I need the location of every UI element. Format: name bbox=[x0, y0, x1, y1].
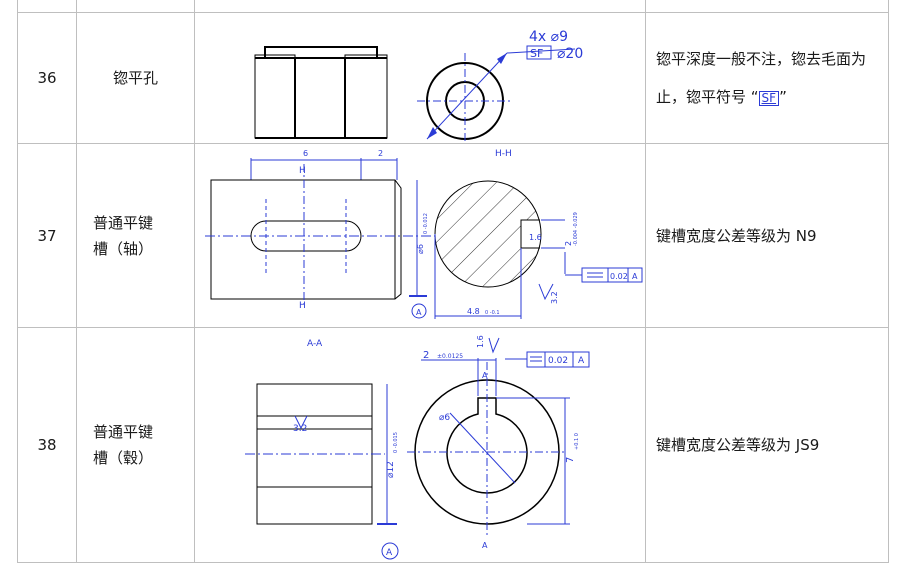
section-mark-a-top: A bbox=[482, 371, 488, 380]
row-number: 36 bbox=[17, 12, 77, 144]
dim-bore: ⌀6 bbox=[439, 413, 450, 423]
rough-3-2: 3.2 bbox=[550, 291, 559, 304]
geo-tol-datum: A bbox=[632, 272, 638, 281]
table-row: 37 普通平键 槽（轴） 6 2 H bbox=[17, 143, 889, 328]
geo-tol-value: 0.02 bbox=[548, 356, 568, 366]
section-title-aa: A-A bbox=[307, 339, 323, 349]
rough-top: 1.6 bbox=[476, 335, 485, 348]
row-name-line1: 普通平键 bbox=[93, 213, 154, 232]
sf-symbol: SF bbox=[758, 91, 780, 106]
dim-shaft-dia: ⌀6 bbox=[416, 244, 425, 254]
row-name-line1: 普通平键 bbox=[93, 423, 154, 441]
dim-count-dia: 4x ⌀9 bbox=[529, 29, 568, 45]
table-row bbox=[17, 0, 889, 13]
geo-tol-datum: A bbox=[578, 356, 585, 366]
geo-tol-value: 0.02 bbox=[610, 272, 628, 281]
section-title-hh: H-H bbox=[495, 149, 512, 159]
dim-depth: 4.8 bbox=[467, 307, 480, 316]
dim-depth: 7 bbox=[565, 457, 576, 463]
dim-sf-symbol: SF bbox=[530, 47, 543, 60]
section-mark-h-bottom: H bbox=[299, 301, 306, 311]
dim-sf-dia: ⌀20 bbox=[557, 46, 583, 62]
dim-key-width: 2 bbox=[564, 241, 573, 246]
section-mark-a-bottom: A bbox=[482, 541, 488, 550]
dim-depth-tol: 0 -0.1 bbox=[485, 310, 500, 316]
spec-table: 36 锪平孔 bbox=[17, 0, 889, 563]
datum-a: A bbox=[416, 308, 422, 317]
section-mark-h-top: H bbox=[299, 166, 306, 176]
row-name-line2: 槽（轴） bbox=[93, 239, 154, 258]
rough-side: 3.2 bbox=[293, 424, 307, 434]
row-number: 38 bbox=[17, 327, 77, 563]
dim-depth-tol: +0.1 0 bbox=[574, 433, 580, 450]
row-name: 普通平键 槽（毂） bbox=[76, 327, 195, 563]
dim-len1: 6 bbox=[303, 149, 308, 158]
dim-hub-dia: ⌀12 bbox=[386, 461, 396, 478]
dim-key-width-tol: -0.004 -0.029 bbox=[573, 212, 579, 246]
datum-a: A bbox=[386, 548, 393, 558]
table-row: 36 锪平孔 bbox=[17, 12, 889, 144]
note-text: 锪平深度一般不注，锪去毛面为止，锪平符号 “ bbox=[656, 50, 867, 106]
row-note: 键槽宽度公差等级为 JS9 bbox=[645, 327, 889, 563]
row-name: 普通平键 槽（轴） bbox=[76, 143, 195, 328]
figure-spotface-hole: 4x ⌀9 SF ⌀20 bbox=[194, 12, 646, 144]
dim-shaft-dia-tol: 0 -0.012 bbox=[423, 213, 429, 234]
dim-key-width-tol: ±0.0125 bbox=[437, 353, 463, 360]
row-note: 锪平深度一般不注，锪去毛面为止，锪平符号 “SF” bbox=[645, 12, 889, 144]
dim-hub-dia-tol: 0 -0.015 bbox=[393, 432, 399, 453]
figure-shaft-keyway: 6 2 H H ⌀6 0 -0.012 A H-H bbox=[194, 143, 646, 328]
row-name-line2: 槽（毂） bbox=[93, 449, 154, 467]
table-row: 38 普通平键 槽（毂） A-A 3.2 ⌀12 0 -0.015 A bbox=[17, 327, 889, 563]
rough-1-6: 1.6 bbox=[529, 233, 542, 242]
figure-hub-keyway: A-A 3.2 ⌀12 0 -0.015 A bbox=[194, 327, 646, 563]
row-number: 37 bbox=[17, 143, 77, 328]
row-note: 键槽宽度公差等级为 N9 bbox=[645, 143, 889, 328]
dim-key-width: 2 bbox=[423, 350, 429, 361]
dim-len2: 2 bbox=[378, 149, 383, 158]
note-end: ” bbox=[779, 88, 787, 106]
row-name: 锪平孔 bbox=[76, 12, 195, 144]
